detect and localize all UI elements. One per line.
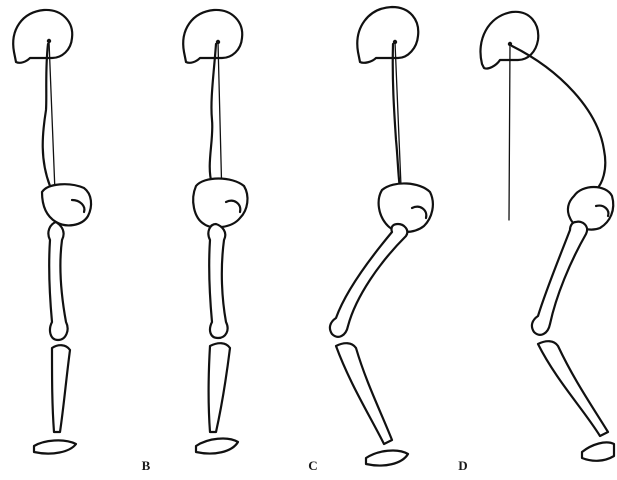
tibia [336,343,392,444]
plumb-line [49,41,55,192]
pelvis [379,183,433,232]
skeleton-figure-c [330,7,433,466]
spine [210,44,216,184]
panel-label-d: D [458,458,467,473]
skeleton-figure-d [480,12,614,461]
skull [13,10,72,63]
foot [366,451,408,466]
plumb-line [509,44,510,220]
femur [208,224,227,338]
skeleton-figure-b [183,10,247,454]
plumb-line [218,42,222,200]
foot [34,440,76,453]
femur [48,222,67,340]
skeleton-figure-a [13,10,91,454]
tibia [538,341,608,436]
skull [183,10,242,63]
panel-label-b: B [142,458,151,473]
femur [532,222,587,335]
spine [512,46,605,190]
spine [43,44,50,186]
panel-label-c: C [308,458,317,473]
tibia [52,345,70,432]
tibia [209,343,231,432]
foot [582,442,614,460]
skull [357,7,418,63]
foot [196,439,238,454]
pelvis [193,179,247,228]
femur [330,224,407,337]
